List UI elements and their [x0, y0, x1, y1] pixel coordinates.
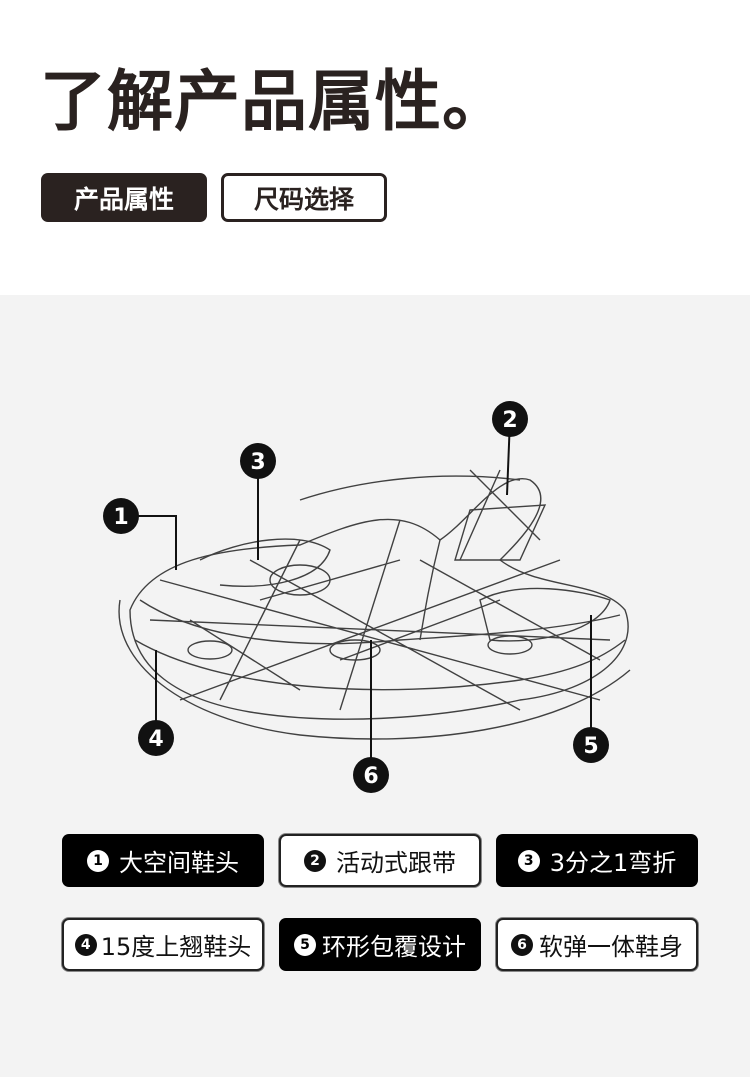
number-badge: 1: [87, 849, 109, 872]
svg-text:2: 2: [502, 408, 517, 433]
feature-label: 15度上翘鞋头: [100, 933, 252, 961]
feature-label: 软弹一体鞋身: [539, 933, 683, 961]
number-badge: 6: [511, 933, 533, 956]
feature-label: 环形包覆设计: [322, 933, 466, 961]
callout-5: 5: [573, 727, 609, 763]
callout-3: 3: [240, 443, 276, 479]
svg-text:1: 1: [113, 505, 128, 530]
page-title: 了解产品属性。: [40, 63, 509, 140]
number-badge: 3: [517, 849, 540, 872]
feature-label: 活动式跟带: [336, 849, 456, 877]
feature-button-6[interactable]: 6 软弹一体鞋身: [496, 918, 698, 971]
callout-markers: 1 2 3 4 5 6: [103, 401, 609, 793]
svg-text:4: 4: [148, 727, 163, 752]
callout-6: 6: [353, 757, 389, 793]
feature-button-1[interactable]: 1 大空间鞋头: [62, 834, 264, 887]
tab-size-selection[interactable]: 尺码选择: [221, 173, 387, 222]
feature-button-5[interactable]: 5 环形包覆设计: [279, 918, 481, 971]
svg-text:5: 5: [583, 734, 598, 759]
callout-4: 4: [138, 720, 174, 756]
svg-text:6: 6: [363, 764, 378, 789]
number-badge: 5: [294, 933, 316, 956]
feature-button-2[interactable]: 2 活动式跟带: [279, 834, 481, 887]
callout-1: 1: [103, 498, 139, 534]
feature-label: 3分之1弯折: [549, 849, 677, 877]
feature-label: 大空间鞋头: [119, 849, 239, 877]
number-badge: 4: [74, 933, 97, 956]
number-badge: 2: [304, 849, 326, 872]
tab-product-attributes[interactable]: 产品属性: [41, 173, 207, 222]
svg-text:3: 3: [250, 450, 265, 475]
feature-button-3[interactable]: 3 3分之1弯折: [496, 834, 698, 887]
callout-2: 2: [492, 401, 528, 437]
